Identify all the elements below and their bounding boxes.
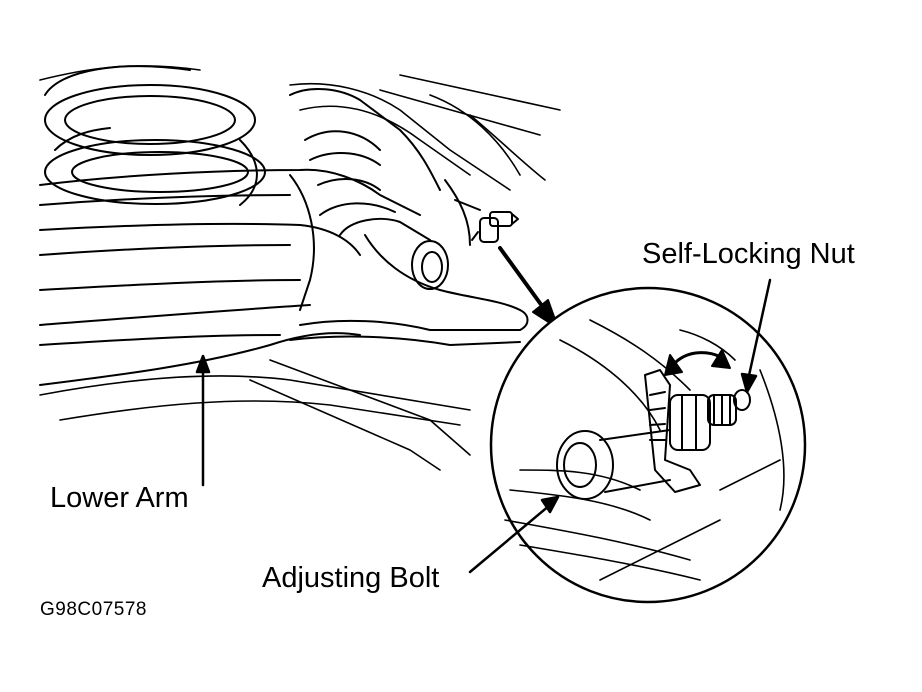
coil-spring — [44, 65, 266, 206]
self-locking-nut-label: Self-Locking Nut — [642, 238, 855, 270]
chassis-lines — [39, 65, 561, 471]
callout-arrow — [498, 246, 559, 329]
figure-code: G98C07578 — [40, 599, 147, 620]
detail-circle — [489, 286, 807, 604]
lower-arm-body — [39, 152, 529, 386]
adjusting-bolt-label: Adjusting Bolt — [262, 562, 440, 594]
bracket — [289, 88, 481, 290]
leader-lines — [195, 278, 772, 574]
small-bolt — [471, 211, 519, 243]
lower-arm-label: Lower Arm — [50, 482, 189, 514]
